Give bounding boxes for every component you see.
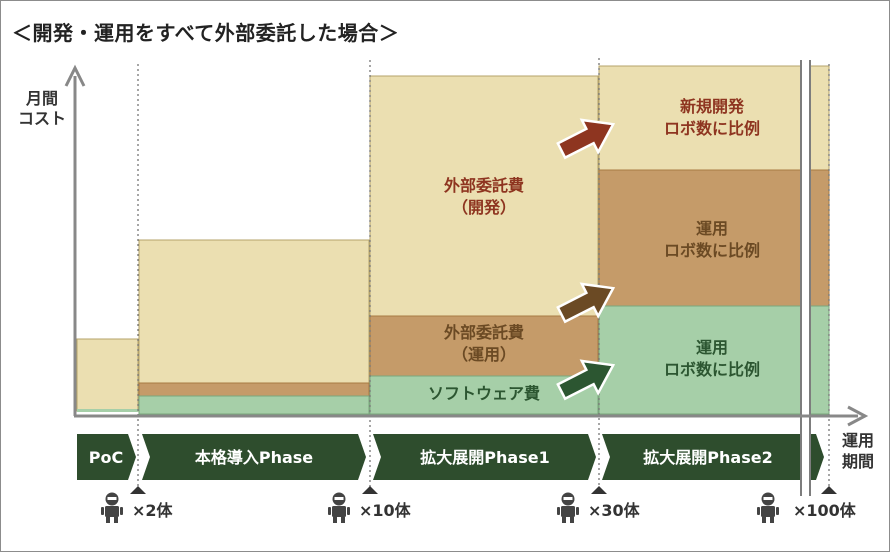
axis-break xyxy=(800,60,811,496)
phase2-ops-cost xyxy=(598,169,830,307)
dev-fee-label-line1: 外部委託費 xyxy=(443,176,524,195)
phase1-ops-cost xyxy=(369,315,599,377)
full-ops-cost xyxy=(138,382,370,397)
phase1-dev-cost xyxy=(369,75,599,317)
sw-prop-label-line1: 運用 xyxy=(696,338,728,357)
milestone-triangle xyxy=(130,486,146,494)
ops-fee-label-line2: （運用） xyxy=(452,345,516,364)
new-dev-label-line2: ロボ数に比例 xyxy=(664,119,760,138)
phase-full-rollout xyxy=(142,434,366,480)
milestone-triangle xyxy=(821,486,837,494)
ops-prop-label-line2: ロボ数に比例 xyxy=(664,241,760,260)
robot-icon xyxy=(557,492,579,523)
milestone-triangle xyxy=(362,486,378,494)
full-software-cost xyxy=(138,395,370,415)
phase1-label: 拡大展開Phase1 xyxy=(420,448,549,467)
x-axis-label-line1: 運用 xyxy=(842,431,874,450)
robot-icon xyxy=(757,492,779,523)
ops-prop-label-line1: 運用 xyxy=(696,219,728,238)
y-axis-label-line1: 月間 xyxy=(25,89,58,108)
phase2-software-cost xyxy=(598,305,830,415)
new-dev-label-line1: 新規開発 xyxy=(680,97,745,116)
poc-dev-cost xyxy=(76,338,139,412)
phase-poc xyxy=(77,434,136,480)
robot-icon xyxy=(101,492,123,523)
phase2-label: 拡大展開Phase2 xyxy=(643,448,772,467)
phase-poc-label: PoC xyxy=(89,448,123,467)
ops-fee-label-line1: 外部委託費 xyxy=(443,323,524,342)
phase-expansion-1 xyxy=(373,434,596,480)
arrow-software-growth-icon xyxy=(556,359,616,401)
arrow-dev-growth-icon xyxy=(556,118,616,160)
software-fee-label: ソフトウェア費 xyxy=(428,384,540,403)
milestone-label-3: ×30体 xyxy=(588,501,641,520)
phase-full-label: 本格導入Phase xyxy=(195,448,313,467)
phase2-dev-cost xyxy=(598,65,830,171)
x-axis-label-line2: 期間 xyxy=(842,452,874,471)
milestone-triangle xyxy=(591,486,607,494)
milestone-label-2: ×10体 xyxy=(359,501,412,520)
robot-icon xyxy=(328,492,350,523)
full-dev-cost xyxy=(138,239,370,384)
sw-prop-label-line2: ロボ数に比例 xyxy=(664,360,760,379)
milestone-label-4: ×100体 xyxy=(793,501,857,520)
x-axis-arrowhead xyxy=(847,405,869,427)
poc-software-cost xyxy=(77,409,138,412)
dev-fee-label-line2: （開発） xyxy=(452,198,516,217)
y-axis-arrowhead xyxy=(64,64,86,87)
phase-expansion-2 xyxy=(602,434,824,480)
page-title: ＜開発・運用をすべて外部委託した場合＞ xyxy=(12,21,400,45)
milestone-label-1: ×2体 xyxy=(132,501,174,520)
y-axis-label-line2: コスト xyxy=(18,109,66,128)
arrow-ops-growth-icon xyxy=(556,282,616,324)
